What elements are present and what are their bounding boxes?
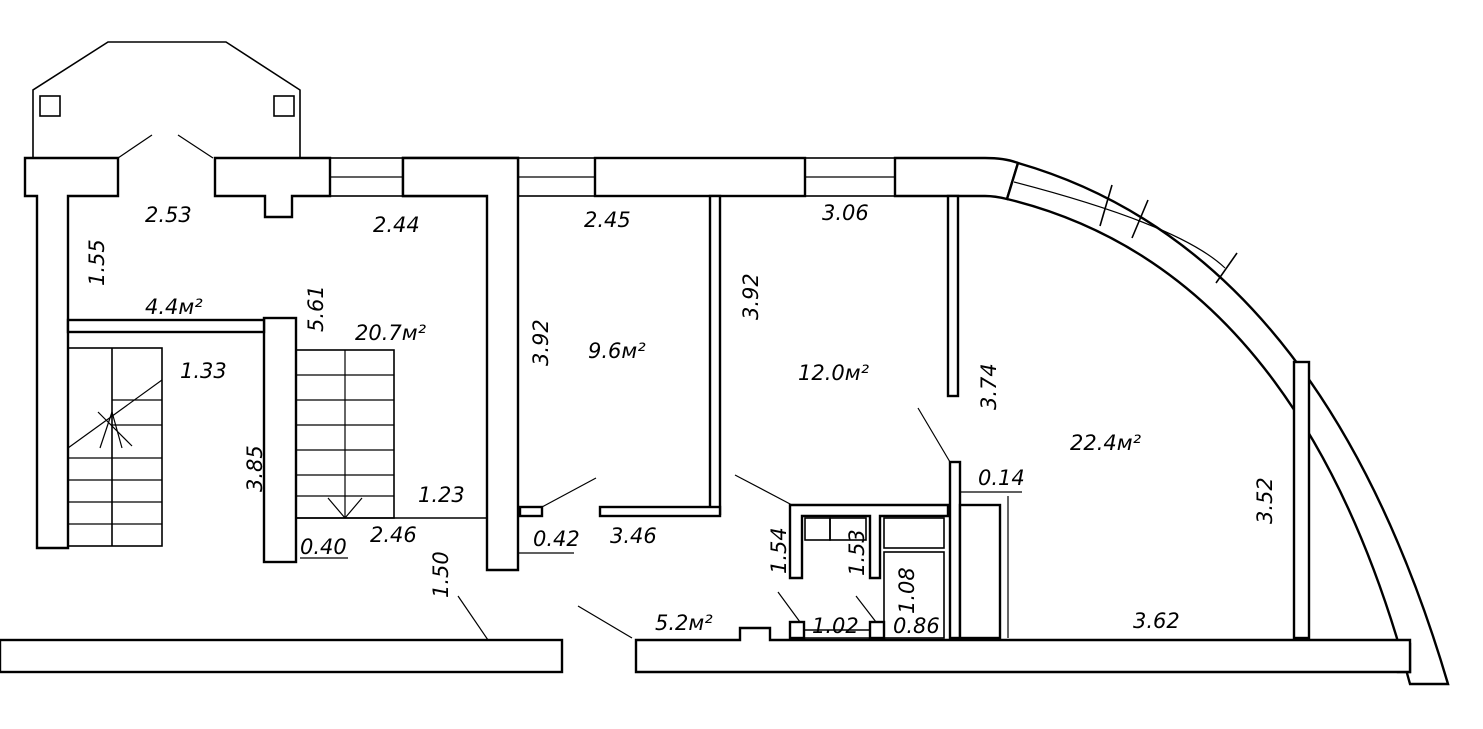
staircase-right [295, 349, 487, 519]
leader-lines [300, 407, 1022, 641]
dim-2-44: 2.44 [373, 213, 420, 237]
dim-3-85: 3.85 [243, 445, 267, 492]
area-corridor: 5.2м² [655, 611, 713, 635]
dim-1-23: 1.23 [418, 483, 465, 507]
dim-1-53: 1.53 [845, 529, 869, 576]
dimension-labels: 2.53 2.44 2.45 3.06 1.33 1.23 0.40 2.46 … [85, 201, 1277, 638]
dim-0-14: 0.14 [978, 466, 1025, 490]
dim-2-53: 2.53 [145, 203, 192, 227]
dim-0-86: 0.86 [893, 614, 940, 638]
area-hall: 4.4м² [145, 295, 203, 319]
dim-1-33: 1.33 [180, 359, 227, 383]
area-room-small: 9.6м² [588, 339, 646, 363]
dim-3-06: 3.06 [822, 201, 869, 225]
dim-0-42: 0.42 [533, 527, 580, 551]
dim-1-54: 1.54 [767, 527, 791, 574]
bay-window [32, 41, 301, 159]
staircase-left [67, 347, 163, 547]
area-labels: 4.4м² 20.7м² 9.6м² 12.0м² 22.4м² 5.2м² [145, 295, 1142, 635]
dim-1-55: 1.55 [85, 239, 109, 286]
dim-3-92-left: 3.92 [529, 319, 553, 366]
dim-3-74: 3.74 [977, 363, 1001, 410]
curved-wall [1005, 161, 1450, 686]
area-room-mid: 12.0м² [798, 361, 870, 385]
area-room-big: 22.4м² [1070, 431, 1142, 455]
dim-1-02: 1.02 [812, 614, 859, 638]
dim-2-45: 2.45 [584, 208, 631, 232]
dim-1-50: 1.50 [429, 551, 453, 598]
dim-3-46: 3.46 [610, 524, 657, 548]
area-living: 20.7м² [355, 321, 427, 345]
dim-0-40: 0.40 [300, 535, 347, 559]
dim-3-92-right: 3.92 [739, 273, 763, 320]
dim-2-46: 2.46 [370, 523, 417, 547]
bottom-walls [0, 626, 1412, 674]
dim-5-61: 5.61 [304, 285, 328, 332]
dim-3-52: 3.52 [1253, 477, 1277, 524]
dim-3-62: 3.62 [1133, 609, 1180, 633]
dim-1-08: 1.08 [895, 567, 919, 614]
